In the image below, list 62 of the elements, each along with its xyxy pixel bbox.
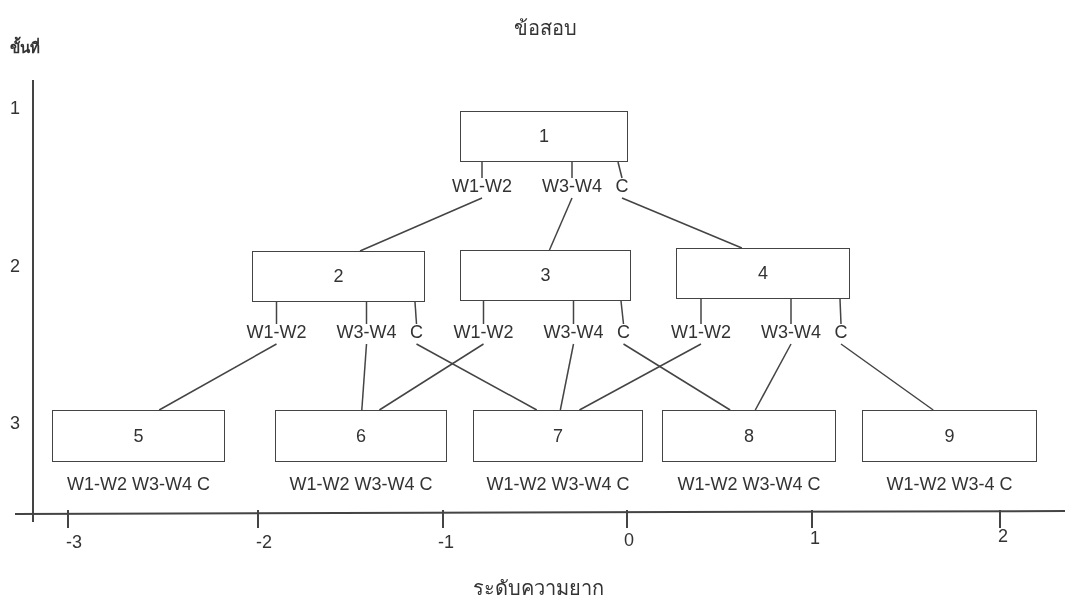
- connector-line: [559, 343, 575, 411]
- level-number: 1: [10, 98, 20, 119]
- option-label: W3-W4: [543, 322, 604, 342]
- connector-line: [378, 343, 485, 411]
- connector-line: [700, 298, 702, 325]
- option-label: W1-W2: [246, 322, 307, 342]
- item-box: 4: [676, 248, 850, 299]
- connector-line: [621, 197, 743, 249]
- connector-line: [620, 300, 625, 325]
- connector-line: [275, 301, 278, 325]
- item-box: 6: [275, 410, 447, 462]
- connector-line: [415, 343, 538, 411]
- option-labels: W1-W2 W3-W4 C: [67, 474, 210, 495]
- connector-line: [578, 343, 702, 411]
- axis-title: ระดับความยาก: [472, 576, 604, 601]
- item-box: 9: [862, 410, 1037, 462]
- level-number: 2: [10, 256, 20, 277]
- connector-line: [548, 197, 573, 251]
- connector-line: [840, 343, 934, 411]
- tick-label: -2: [256, 532, 272, 553]
- connector-line: [414, 301, 418, 325]
- option-label: W3-W4: [336, 322, 397, 342]
- tick-label: 0: [624, 530, 634, 551]
- tick-label: -1: [438, 532, 454, 553]
- connector-line: [365, 301, 368, 325]
- option-label: W3-W4: [542, 176, 602, 196]
- level-number: 3: [10, 413, 20, 434]
- connector-line: [481, 161, 483, 179]
- option-labels: W1-W2 W3-4 C: [886, 474, 1013, 495]
- connector-line: [571, 161, 573, 179]
- axis-title: ขั้นที่: [10, 36, 40, 60]
- diagram-title: ข้อสอบ: [513, 16, 577, 41]
- option-label: W3-W4: [761, 322, 821, 342]
- connector-line: [158, 343, 278, 411]
- tick-label: 1: [810, 528, 820, 549]
- item-box: 3: [460, 250, 631, 301]
- option-labels: W1-W2 W3-W4 C: [289, 474, 433, 495]
- option-label: C: [834, 322, 848, 342]
- item-box: 2: [252, 251, 425, 302]
- item-box: 1: [460, 111, 628, 162]
- option-labels: W1-W2 W3-W4 C: [486, 474, 630, 495]
- item-box: 7: [473, 410, 643, 462]
- option-label: W1-W2: [671, 322, 731, 342]
- connector-line: [754, 343, 792, 411]
- tick-label: -3: [66, 532, 82, 553]
- option-label: C: [615, 176, 629, 196]
- connector-line: [839, 298, 842, 325]
- item-box: 5: [52, 410, 225, 462]
- connector-line: [482, 300, 485, 325]
- option-labels: W1-W2 W3-W4 C: [677, 474, 821, 495]
- option-label: C: [617, 322, 630, 342]
- option-label: C: [410, 322, 423, 342]
- connector-line: [622, 343, 731, 411]
- connector-line: [359, 197, 483, 252]
- connector-line: [790, 298, 792, 325]
- option-label: W1-W2: [453, 322, 514, 342]
- option-label: W1-W2: [452, 176, 512, 196]
- connector-line: [572, 300, 575, 325]
- connector-line: [361, 343, 368, 411]
- connector-line: [617, 161, 623, 179]
- tick-label: 2: [998, 526, 1008, 547]
- item-box: 8: [662, 410, 836, 462]
